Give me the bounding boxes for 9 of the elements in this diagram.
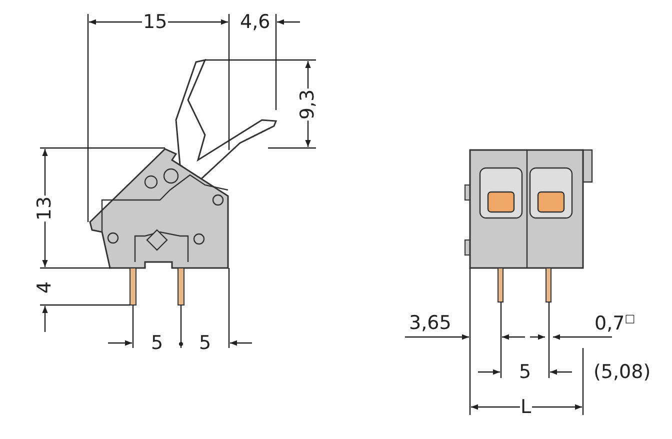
- dimension-value: 0,7$^{□}$: [594, 313, 636, 334]
- dimension-value: 3,65: [408, 314, 452, 332]
- dimension-value: 5: [150, 334, 164, 352]
- dimension-value: 15: [142, 12, 168, 32]
- dimension-value: 5: [198, 334, 212, 352]
- dimension-value: 5: [518, 362, 532, 382]
- dimension-value: (5,08): [592, 362, 652, 382]
- dimension-value: 4,6: [239, 12, 272, 32]
- dimension-value: 9,3: [298, 88, 318, 120]
